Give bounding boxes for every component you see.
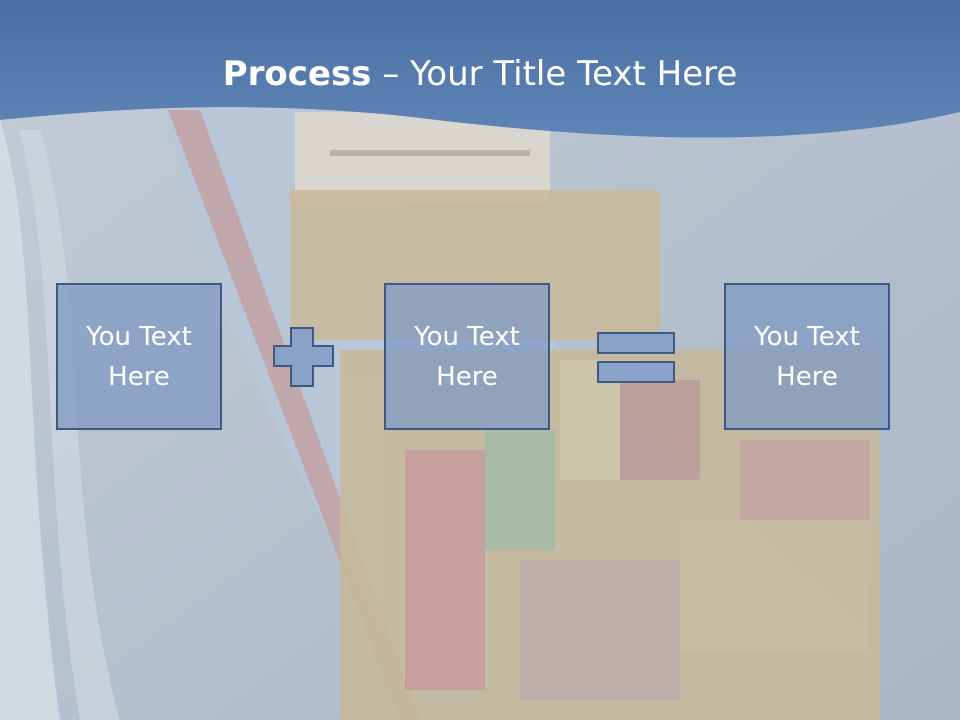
slide-title: Process – Your Title Text Here: [0, 54, 960, 94]
process-box-1-text: You Text Here: [86, 321, 192, 392]
process-box-3-text: You Text Here: [754, 321, 860, 392]
process-box-2-text: You Text Here: [414, 321, 520, 392]
slide-title-bold: Process: [222, 54, 372, 94]
process-box-3[interactable]: You Text Here: [724, 283, 890, 430]
header-band: [0, 0, 960, 138]
plus-icon: [273, 327, 334, 387]
process-box-1[interactable]: You Text Here: [56, 283, 222, 430]
slide-title-rest: – Your Title Text Here: [371, 54, 738, 94]
equals-icon: [597, 332, 675, 383]
process-box-2[interactable]: You Text Here: [384, 283, 550, 430]
